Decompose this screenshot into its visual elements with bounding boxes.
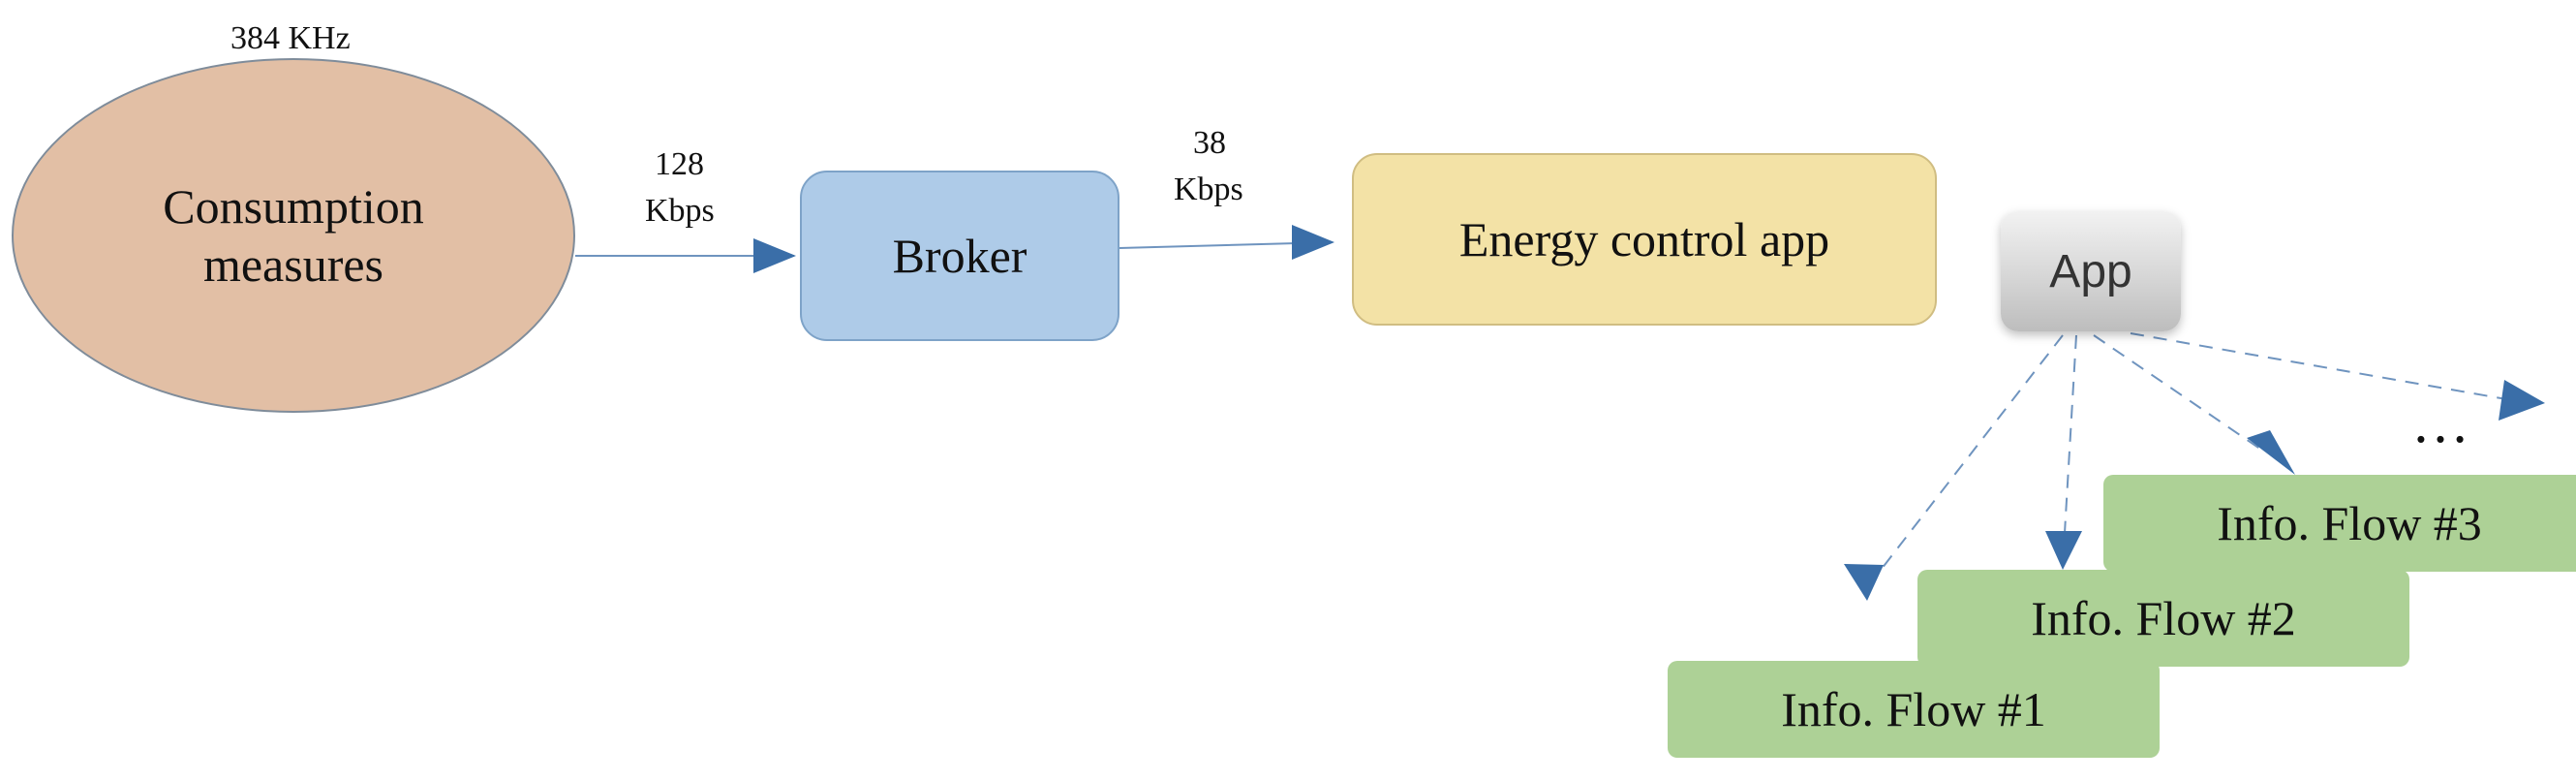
dashed-arrow-flow3 — [2093, 334, 2265, 453]
app-icon-label: App — [2049, 245, 2132, 297]
app-icon: App — [2001, 211, 2181, 331]
broker-label: Broker — [892, 229, 1027, 283]
info-flow-1-label: Info. Flow #1 — [1781, 682, 2046, 736]
info-flow-1-node: Info. Flow #1 — [1668, 661, 2160, 758]
consumption-label-line2: measures — [202, 237, 384, 292]
dashed-arrow-flow2 — [2064, 334, 2077, 534]
info-flow-3-label: Info. Flow #3 — [2217, 496, 2482, 550]
arrowhead-flow2 — [2045, 531, 2082, 570]
link1-rate-value: 128 — [655, 146, 704, 182]
energy-control-app-label: Energy control app — [1458, 212, 1830, 266]
link1-rate-unit: Kbps — [645, 193, 715, 229]
energy-control-app-node: Energy control app — [1352, 153, 1937, 326]
sample-rate-label: 384 KHz — [230, 20, 351, 56]
dashed-arrow-flow1 — [1874, 334, 2064, 578]
more-flows-ellipsis: … — [2411, 390, 2469, 454]
dashed-arrow-more — [2130, 332, 2507, 400]
arrowhead-more — [2499, 380, 2545, 421]
info-flow-3-node: Info. Flow #3 — [2103, 475, 2576, 572]
arrowhead-broker — [753, 238, 796, 273]
arrowhead-flow3 — [2247, 430, 2295, 475]
arrowhead-flow1 — [1844, 564, 1884, 601]
info-flow-2-label: Info. Flow #2 — [2031, 591, 2296, 645]
link2-rate-value: 38 — [1193, 125, 1226, 161]
consumption-measures-node: Consumption measures — [12, 58, 575, 413]
info-flow-2-node: Info. Flow #2 — [1917, 570, 2409, 667]
broker-node: Broker — [800, 171, 1119, 341]
link2-rate-unit: Kbps — [1174, 172, 1243, 207]
arrowhead-energy — [1292, 225, 1334, 260]
consumption-label-line1: Consumption — [163, 179, 424, 234]
